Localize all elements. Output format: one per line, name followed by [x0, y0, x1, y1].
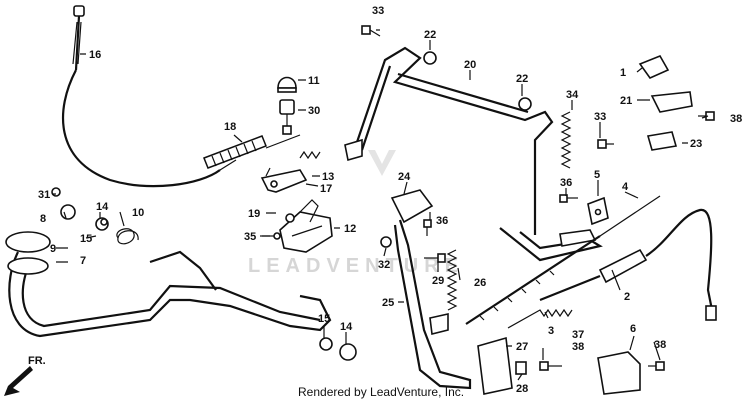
bushing-lower	[518, 97, 532, 111]
callout-5: 5	[594, 169, 600, 181]
callout-25: 25	[382, 297, 394, 309]
callout-14-left: 14	[96, 201, 109, 213]
watermark-logo	[368, 150, 396, 176]
callout-11: 11	[308, 75, 320, 87]
callout-36-center: 36	[436, 215, 448, 227]
stand-spring	[560, 111, 572, 169]
brake-pedal	[5, 231, 332, 338]
cable-holder	[650, 91, 693, 113]
callout-38-center: 38	[572, 341, 584, 353]
front-label: FR.	[28, 355, 46, 367]
callout-12: 12	[344, 223, 356, 235]
bolt-29	[424, 253, 446, 263]
bolt-33-right	[597, 139, 614, 149]
callout-31: 31	[38, 189, 50, 201]
return-spring-small	[299, 150, 321, 160]
leader-lines	[52, 29, 709, 381]
callout-8: 8	[40, 213, 46, 225]
main-stand	[344, 46, 603, 262]
callout-18: 18	[224, 121, 236, 133]
cap-14b	[339, 343, 357, 361]
callout-7: 7	[80, 255, 86, 267]
callout-22-upper: 22	[424, 29, 436, 41]
bolt-33-top	[361, 25, 381, 37]
callout-1: 1	[620, 67, 626, 79]
callout-3: 3	[548, 325, 554, 337]
bushing-upper	[423, 51, 437, 65]
callout-28: 28	[516, 383, 528, 395]
cable-clip	[638, 54, 670, 79]
callout-37: 37	[572, 329, 584, 341]
front-arrow: FR.	[4, 355, 46, 396]
washer-15b	[319, 337, 333, 351]
callout-26: 26	[474, 277, 486, 289]
plate-8	[60, 204, 76, 220]
pedal-bracket	[260, 199, 333, 253]
callout-15-left: 15	[80, 233, 92, 245]
footer-credit: Rendered by LeadVenture, Inc.	[298, 385, 464, 399]
callout-13: 13	[322, 171, 334, 183]
watermark-text: LEADVENTURE	[248, 255, 464, 277]
guide-plate	[587, 196, 609, 226]
watermark: LEADVENTURE	[248, 150, 464, 277]
choke-cable	[61, 5, 237, 188]
side-stand	[390, 189, 472, 390]
callout-24: 24	[398, 171, 411, 183]
callout-22-lower: 22	[516, 73, 528, 85]
nut-31	[51, 187, 61, 197]
cap-and-fitting	[277, 76, 297, 135]
callout-10: 10	[132, 207, 144, 219]
callout-27: 27	[516, 341, 528, 353]
callout-34: 34	[566, 89, 579, 101]
callout-15-right: 15	[318, 313, 330, 325]
bolt-38-upper	[698, 111, 715, 121]
callout-4: 4	[622, 181, 629, 193]
callout-6: 6	[630, 323, 636, 335]
spring-sleeve	[203, 134, 301, 169]
bolt-36-right	[559, 194, 578, 203]
cable-spring	[507, 308, 573, 329]
callout-2: 2	[624, 291, 630, 303]
callout-9: 9	[50, 243, 56, 255]
callout-16: 16	[89, 49, 101, 61]
callout-14-right: 14	[340, 321, 353, 333]
bracket-6	[597, 351, 641, 395]
rubber-stopper	[477, 336, 513, 395]
callout-30: 30	[308, 105, 320, 117]
callout-19: 19	[248, 208, 260, 220]
callout-17: 17	[320, 183, 332, 195]
callout-38-lower: 38	[654, 339, 666, 351]
callout-20: 20	[464, 59, 476, 71]
spring-10	[116, 228, 139, 245]
bolt-38-lower	[648, 361, 665, 371]
collar-28	[515, 361, 527, 375]
callout-33-top: 33	[372, 5, 384, 17]
throttle-cable	[539, 208, 717, 321]
callout-35: 35	[244, 231, 256, 243]
callout-36-right: 36	[560, 177, 572, 189]
cage-nut	[646, 131, 678, 151]
bolt-37	[539, 361, 562, 371]
bolt-36-center	[423, 219, 432, 236]
throttle-lever	[260, 167, 308, 193]
callout-23: 23	[690, 138, 702, 150]
callout-38-upper: 38	[730, 113, 742, 125]
callout-21: 21	[620, 95, 632, 107]
side-stand-spring	[446, 249, 458, 311]
callout-32: 32	[378, 259, 390, 271]
callout-labels: 16 11 30 18 13 17 19 35 12 33 22 20 22 3…	[38, 5, 742, 395]
callout-29: 29	[432, 275, 444, 287]
callout-33-right: 33	[594, 111, 606, 123]
collar	[380, 236, 392, 248]
brake-cable-4	[465, 195, 661, 325]
washer-14a	[100, 218, 108, 226]
